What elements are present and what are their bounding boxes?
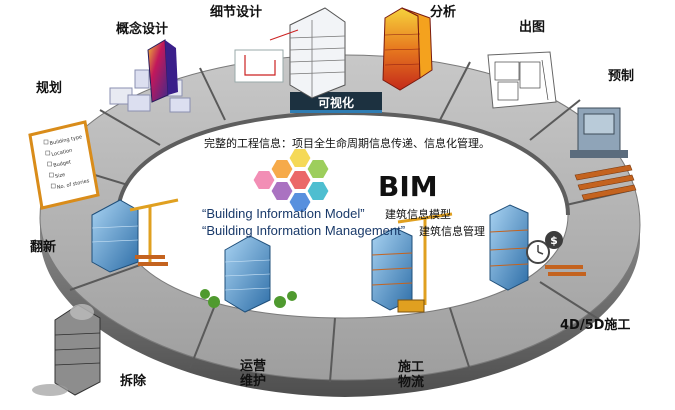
stage-label-logistics: 施工 物流 [398,360,424,390]
operation-illustration [200,235,297,313]
detail-design-illustration [234,7,346,99]
bim-logo-hexagon [288,192,312,212]
bim-logo-hexagon [270,181,294,201]
bim-logo-hexagon [270,159,294,179]
center-description: 完整的工程信息：项目全生命周期信息传递、信息化管理。 [204,136,490,150]
renovation-illustration [91,198,179,273]
demolition-illustration [32,304,101,396]
stage-label-detail-design: 细节设计 [210,5,263,20]
logistics-illustration [371,212,453,313]
construction-4d5d-illustration: $ [489,204,586,291]
checklist-box [50,183,56,189]
visualization-label: 可视化 [318,95,354,110]
checklist-line: Size [55,172,66,180]
stage-label-prefabrication: 预制 [608,69,635,84]
stage-label-operation-line2: 维护 [240,374,267,389]
analysis-illustration [382,7,433,91]
drawing-illustration [487,51,557,109]
bim-model-cn: 建筑信息模型 [385,207,451,221]
stage-label-concept-design: 概念设计 [116,22,169,37]
stage-label-construction-4d5d: 4D/5D施工 [560,318,631,333]
bim-logo-hexagon [306,159,330,179]
stage-label-drawing: 出图 [519,20,546,35]
bim-management-en: “Building Information Management” [202,223,405,238]
bim-logo-hexagon [252,170,276,190]
checklist-box [49,172,54,178]
bim-logo-hexagon [288,170,312,190]
stage-label-logistics-line1: 施工 [398,360,425,375]
checklist-box [43,139,49,145]
bim-title: BIM [378,170,438,203]
stage-label-demolition: 拆除 [120,374,147,389]
checklist-box [47,161,52,167]
stage-label-logistics-line2: 物流 [398,375,425,390]
prefabrication-illustration [570,107,637,201]
bim-logo-hexagon [288,148,312,168]
bim-logo-hexagon [306,181,330,201]
stage-label-renovation: 翻新 [30,240,57,255]
svg-text:$: $ [550,234,558,247]
checklist-line: Budget [53,159,72,169]
bim-management-cn: 建筑信息管理 [419,224,485,238]
visualization-tab-accent [290,110,382,113]
bim-logo [252,148,330,212]
stage-label-operation-line1: 运营 [240,359,267,374]
stage-label-planning: 规划 [36,81,63,96]
bim-model-en: “Building Information Model” [202,206,365,221]
stage-label-operation: 运营 维护 [240,359,266,389]
checklist-line: Location [51,148,73,158]
concept-design-illustration [109,39,191,113]
stage-label-analysis: 分析 [430,5,457,20]
checklist-box [45,150,51,156]
money-icon [545,231,563,249]
